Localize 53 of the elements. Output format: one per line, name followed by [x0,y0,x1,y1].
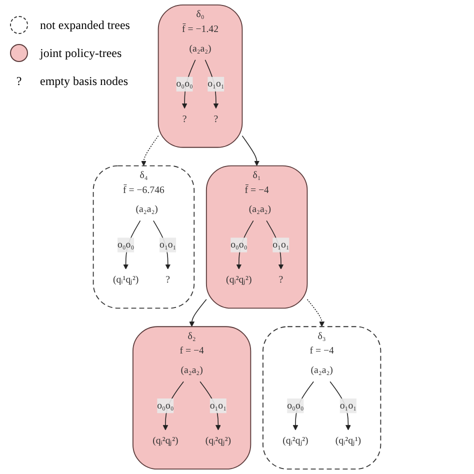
cluster [92,165,195,309]
edge-label: o₁o₁ [340,400,357,411]
node-text: ? [182,114,187,124]
arrow [204,59,219,109]
cluster [262,326,382,470]
node-text: (qᵢ²qⱼ²) [226,274,252,286]
arrow [189,298,207,327]
node-text: (a₂a₂) [189,43,212,54]
edge-label: o₀o₀ [117,239,134,250]
edge-label: o₀o₀ [230,239,248,250]
arrow [153,220,171,270]
node-text: (qᵢ²qⱼ²) [152,436,178,446]
node-label: f̄ = −1.42 [182,24,218,34]
legend-label: joint policy-trees [40,46,122,60]
edge-label: o₁o₁ [210,400,227,411]
edge-label: o₀o₀ [157,400,174,411]
arrow [266,220,284,270]
legend-label: empty basis nodes [40,74,128,88]
node-text: (qᵢ²qⱼ²) [282,436,308,446]
arrow [292,381,314,430]
node-label: f̄ = −6.746 [123,184,164,196]
arrow [242,135,260,166]
arrow [330,381,351,430]
legend-label: not expanded trees [40,18,130,32]
arrow [141,135,159,166]
node-text: ? [214,114,218,124]
cluster [158,4,243,148]
arrow [236,220,254,270]
node-text: (qᵢ²qⱼ¹) [335,436,362,446]
edge-label: o₁o₁ [208,78,224,90]
edge-label: o₀o₀ [287,400,304,411]
node-label: f = −4 [310,346,334,356]
node-label: f̄ = −4 [244,184,269,196]
node-text: (a₂a₂) [248,204,271,215]
arrow [182,59,196,109]
cluster [206,165,308,309]
node-text: (a₂a₂) [136,204,158,215]
arrow [162,381,184,430]
node-text: (qᵢ¹qⱼ²) [112,274,139,286]
node-text: ? [278,274,284,286]
node-label: f = −4 [180,346,204,356]
edge-label: o₁o₁ [272,239,290,250]
arrow [306,298,325,327]
arrow [200,381,221,430]
cluster [132,326,252,470]
node-text: (a₂a₂) [310,365,333,376]
node-text: (qᵢ²qⱼ²) [205,436,232,446]
node-text: (a₂a₂) [180,365,203,376]
arrow [123,220,141,270]
node-text: ? [166,274,170,286]
edge-label: o₁o₁ [160,239,176,250]
edge-label: o₀o₀ [176,78,193,90]
legend-symbol: ? [16,74,22,88]
